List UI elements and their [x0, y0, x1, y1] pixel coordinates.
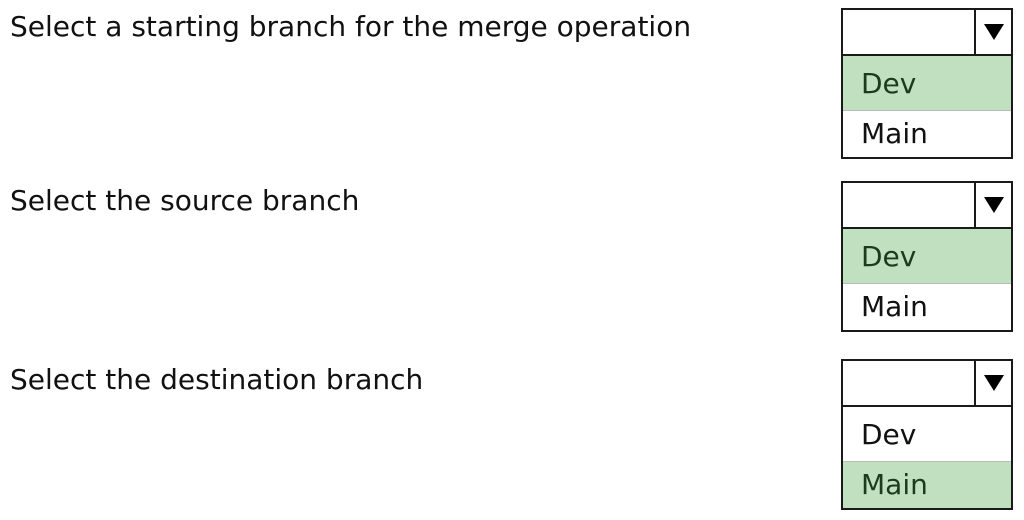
question-1-label: Select a starting branch for the merge o… — [10, 10, 692, 43]
chevron-down-icon[interactable] — [974, 361, 1011, 405]
option-main[interactable]: Main — [843, 110, 1011, 157]
question-2-label: Select the source branch — [10, 184, 360, 217]
option-dev[interactable]: Dev — [843, 56, 1011, 110]
question-3-label: Select the destination branch — [10, 363, 424, 396]
starting-branch-dropdown[interactable]: Dev Main — [841, 8, 1013, 159]
option-main[interactable]: Main — [843, 283, 1011, 330]
option-dev[interactable]: Dev — [843, 229, 1011, 283]
option-main[interactable]: Main — [843, 461, 1011, 508]
dropdown-header[interactable] — [843, 183, 1011, 229]
source-branch-dropdown[interactable]: Dev Main — [841, 181, 1013, 332]
chevron-down-icon[interactable] — [974, 183, 1011, 227]
dropdown-header[interactable] — [843, 10, 1011, 56]
option-dev[interactable]: Dev — [861, 418, 917, 451]
dropdown-header[interactable] — [843, 361, 1011, 407]
chevron-down-icon[interactable] — [974, 10, 1011, 54]
destination-branch-dropdown[interactable]: Dev Main — [841, 359, 1013, 510]
